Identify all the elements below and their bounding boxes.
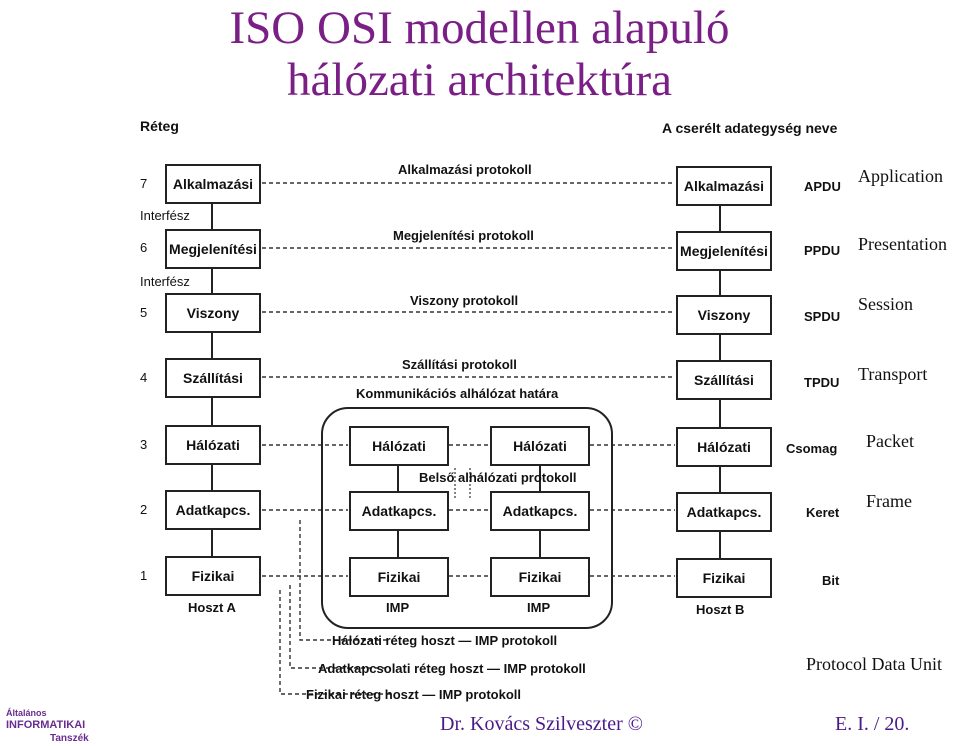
protocol-5-label: Viszony protokoll (410, 293, 519, 308)
host-b-layer-3: Hálózati (676, 427, 772, 467)
host-b-label: Hoszt B (696, 602, 745, 617)
host-a-layer-6: Megjelenítési (165, 229, 261, 269)
host-imp-network-protocol: Hálózati réteg hoszt — IMP protokoll (332, 633, 558, 648)
imp2-layer-1: Fizikai (490, 557, 590, 597)
imp1-layer-3: Hálózati (349, 426, 449, 466)
unit-header: A cserélt adategység neve (662, 120, 838, 136)
imp2-layer-3: Hálózati (490, 426, 590, 466)
layer-num-5: 5 (140, 305, 148, 320)
host-a-layer-1: Fizikai (165, 556, 261, 596)
host-b-layer-4: Szállítási (676, 360, 772, 400)
title-line-1: ISO OSI modellen alapuló (229, 2, 730, 54)
host-b-layer-1: Fizikai (676, 558, 772, 598)
logo-line-1: Általános (6, 708, 47, 718)
layer-num-6: 6 (140, 240, 148, 255)
host-a-layer-5: Viszony (165, 293, 261, 333)
imp1-label: IMP (386, 600, 410, 615)
layer-num-2: 2 (140, 502, 148, 517)
pdu-legend: Protocol Data Unit (806, 654, 942, 674)
english-session: Session (858, 294, 914, 314)
layer-num-7: 7 (140, 176, 148, 191)
host-imp-physical-protocol: Fizikai réteg hoszt — IMP protokoll (306, 687, 522, 702)
layer-num-4: 4 (140, 370, 148, 385)
unit-csomag: Csomag (786, 441, 838, 456)
internal-protocol-label: Belső alhálózati protokoll (419, 470, 577, 485)
unit-apdu: APDU (804, 179, 841, 194)
host-a-layer-3: Hálózati (165, 425, 261, 465)
footer-author: Dr. Kovács Szilveszter © (440, 713, 643, 735)
host-b-layer-7: Alkalmazási (676, 166, 772, 206)
imp1-layer-2: Adatkapcs. (349, 491, 449, 531)
host-b-layer-2: Adatkapcs. (676, 492, 772, 532)
english-frame: Frame (866, 491, 912, 511)
logo-line-3: Tanszék (50, 733, 89, 744)
interface-label-1: Interfész (140, 208, 190, 223)
unit-spdu: SPDU (804, 309, 841, 324)
footer-page: E. I. / 20. (835, 713, 910, 735)
subnet-boundary-label: Kommunikációs alhálózat határa (356, 386, 559, 401)
unit-tpdu: TPDU (804, 375, 840, 390)
layer-num-1: 1 (140, 568, 148, 583)
layer-num-3: 3 (140, 437, 148, 452)
unit-bit: Bit (822, 573, 840, 588)
protocol-6-label: Megjelenítési protokoll (393, 228, 534, 243)
imp1-layer-1: Fizikai (349, 557, 449, 597)
imp2-label: IMP (527, 600, 551, 615)
protocol-7-label: Alkalmazási protokoll (398, 162, 532, 177)
host-a-layer-2: Adatkapcs. (165, 490, 261, 530)
english-application: Application (858, 166, 943, 186)
imp2-layer-2: Adatkapcs. (490, 491, 590, 531)
interface-label-2: Interfész (140, 274, 190, 289)
unit-keret: Keret (806, 505, 840, 520)
host-a-layer-7: Alkalmazási (165, 164, 261, 204)
english-transport: Transport (858, 364, 928, 384)
host-imp-datalink-protocol: Adatkapcsolati réteg hoszt — IMP protoko… (318, 661, 586, 676)
host-a-layer-4: Szállítási (165, 358, 261, 398)
host-b-layer-6: Megjelenítési (676, 231, 772, 271)
host-b-layer-5: Viszony (676, 295, 772, 335)
layer-header: Réteg (140, 118, 179, 134)
unit-ppdu: PPDU (804, 243, 841, 258)
english-presentation: Presentation (858, 234, 947, 254)
english-packet: Packet (866, 431, 914, 451)
logo-line-2: INFORMATIKAI (6, 719, 86, 731)
host-a-label: Hoszt A (188, 600, 236, 615)
department-logo: Általános INFORMATIKAI Tanszék (6, 708, 116, 746)
protocol-4-label: Szállítási protokoll (402, 357, 517, 372)
title-line-2: hálózati architektúra (287, 54, 672, 106)
